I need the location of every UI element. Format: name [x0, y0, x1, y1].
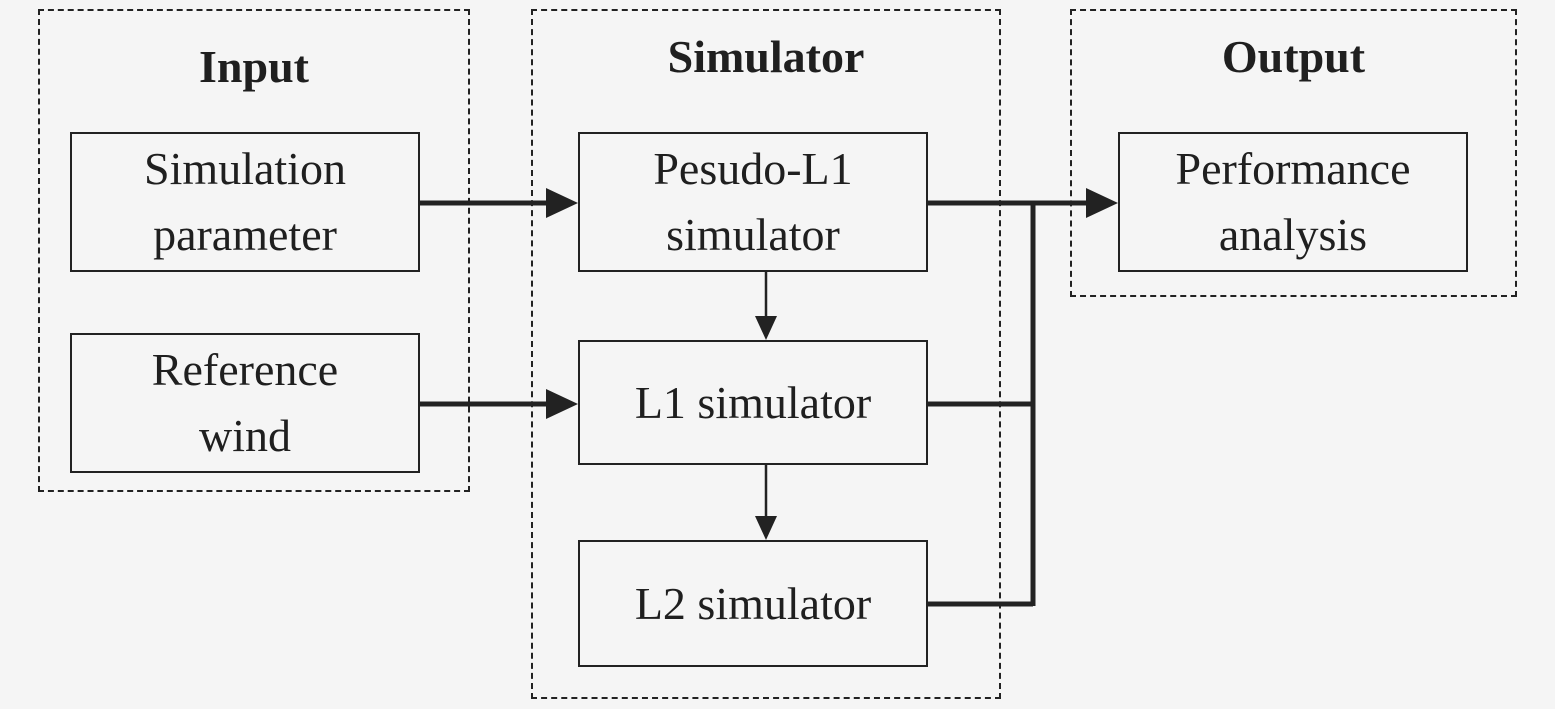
input-group-title: Input	[199, 41, 309, 92]
reference-wind-box: Reference wind	[70, 333, 420, 473]
simulator-group-title: Simulator	[667, 31, 865, 82]
simulation-parameter-box: Simulation parameter	[70, 132, 420, 272]
input-group	[38, 9, 470, 492]
performance-analysis-label: Performance analysis	[1175, 143, 1411, 260]
simulator-group	[531, 9, 1001, 699]
arrow-wind-to-l1-head	[546, 389, 578, 419]
simulation-parameter-label: Simulation parameter	[144, 143, 346, 260]
pseudo-l1-simulator-box: Pesudo-L1 simulator	[578, 132, 928, 272]
arrow-pseudo-to-l1-head	[755, 316, 777, 340]
pseudo-l1-simulator-label: Pesudo-L1 simulator	[653, 143, 853, 260]
output-group	[1070, 9, 1517, 297]
l2-simulator-label: L2 simulator	[634, 577, 872, 629]
performance-analysis-box: Performance analysis	[1118, 132, 1468, 272]
arrow-param-to-pseudo-head	[546, 188, 578, 218]
arrow-to-performance-head	[1086, 188, 1118, 218]
l1-simulator-box: L1 simulator	[578, 340, 928, 465]
l1-simulator-label: L1 simulator	[634, 376, 872, 428]
output-group-title: Output	[1221, 31, 1366, 82]
reference-wind-label: Reference wind	[151, 344, 339, 461]
arrow-l1-to-l2-head	[755, 516, 777, 540]
l2-simulator-box: L2 simulator	[578, 540, 928, 667]
